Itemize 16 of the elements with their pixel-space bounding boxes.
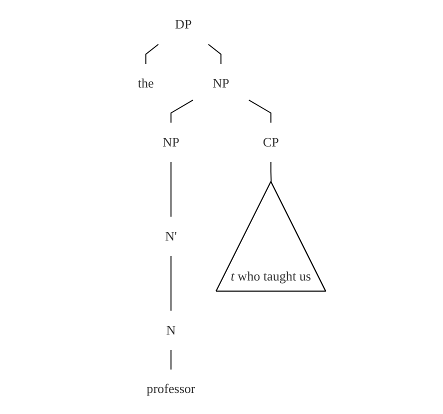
connector <box>248 100 271 124</box>
connector <box>170 349 172 370</box>
node-text: NP <box>212 76 229 91</box>
connector <box>207 44 221 64</box>
connector <box>170 162 172 218</box>
node-text: N' <box>164 229 176 244</box>
node-text: NP <box>162 135 179 150</box>
connector <box>170 100 194 124</box>
connector <box>270 162 272 182</box>
connector <box>144 44 158 64</box>
node-text: professor <box>146 382 195 396</box>
node-text: N <box>166 323 176 338</box>
node-text: CP <box>262 135 278 150</box>
node-text: DP <box>174 18 192 32</box>
connector <box>170 255 172 312</box>
node-text: the <box>137 76 154 91</box>
